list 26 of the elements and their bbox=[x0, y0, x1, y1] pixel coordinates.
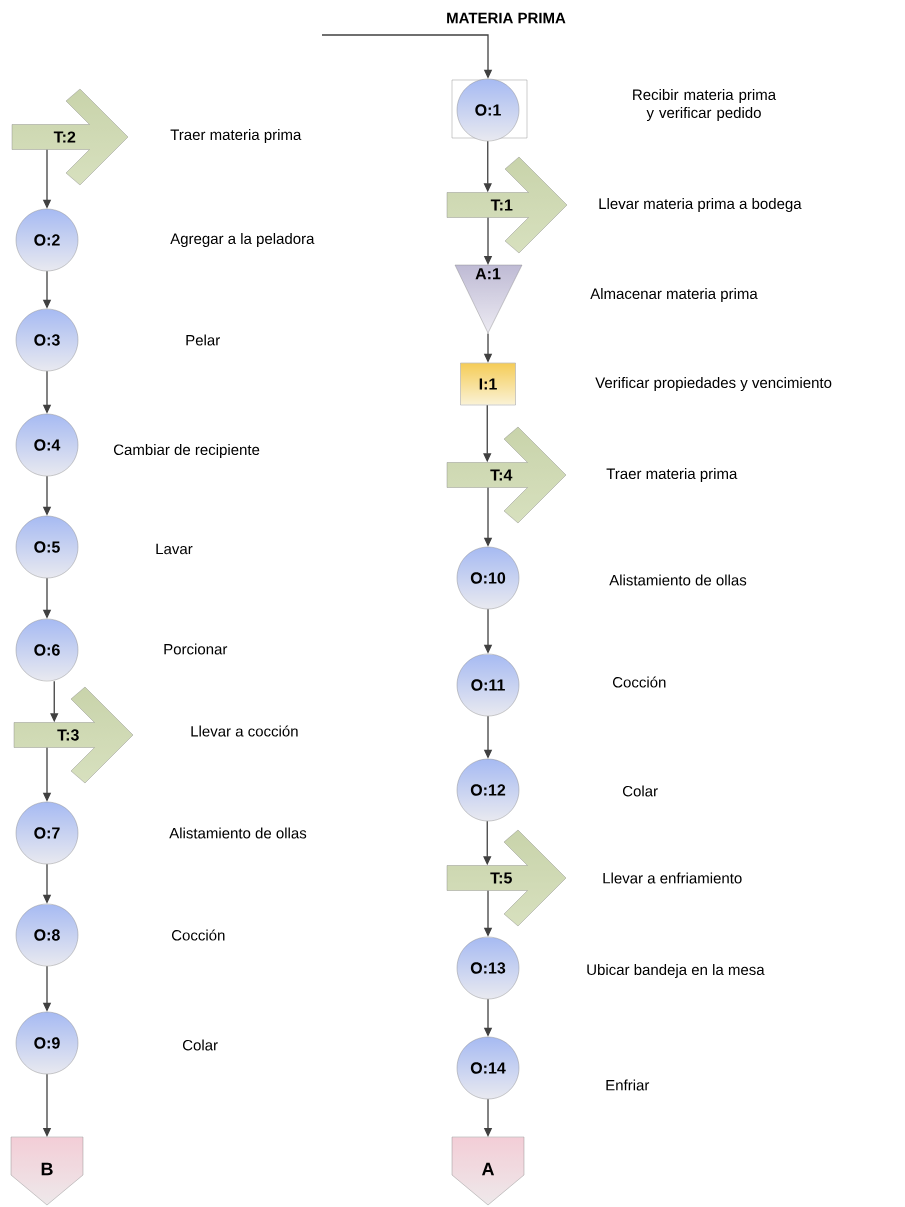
step-description: Lavar bbox=[156, 543, 193, 555]
step-description: Alistamiento de ollas bbox=[169, 827, 307, 839]
step-description: Traer materia prima bbox=[606, 468, 738, 482]
step-description: Traer materia prima bbox=[170, 129, 302, 143]
step-description: Ubicar bandeja en la mesa bbox=[587, 964, 765, 978]
step-description: Almacenar materia prima bbox=[590, 288, 758, 302]
step-description: Enfriar bbox=[606, 1079, 650, 1091]
step-description: Colar bbox=[623, 785, 658, 797]
step-description: Llevar a enfriamiento bbox=[603, 872, 742, 884]
step-description: Colar bbox=[182, 1039, 218, 1051]
step-description: Alistamiento de ollas bbox=[609, 574, 747, 586]
step-description: Verificar propiedades y vencimiento bbox=[595, 377, 832, 391]
step-description: Pelar bbox=[186, 334, 220, 346]
step-description: Cocción bbox=[613, 676, 666, 688]
step-description: Agregar a la peladora bbox=[170, 233, 315, 247]
storage-triangle: A:1 bbox=[454, 264, 523, 334]
step-description: Porcionar bbox=[164, 643, 228, 655]
inspection-box: I:1 bbox=[460, 362, 516, 406]
step-description: Llevar a cocción bbox=[191, 725, 298, 737]
edge-label: MATERIA PRIMA bbox=[447, 12, 566, 24]
step-description: Cocción bbox=[171, 929, 225, 941]
step-description: Llevar materia prima a bodega bbox=[599, 198, 802, 212]
off-page-connector: B bbox=[10, 1136, 84, 1206]
step-description: Recibir materia prima y verificar pedido bbox=[633, 89, 777, 121]
off-page-connector: A bbox=[451, 1136, 525, 1206]
step-description: Cambiar de recipiente bbox=[113, 444, 260, 458]
